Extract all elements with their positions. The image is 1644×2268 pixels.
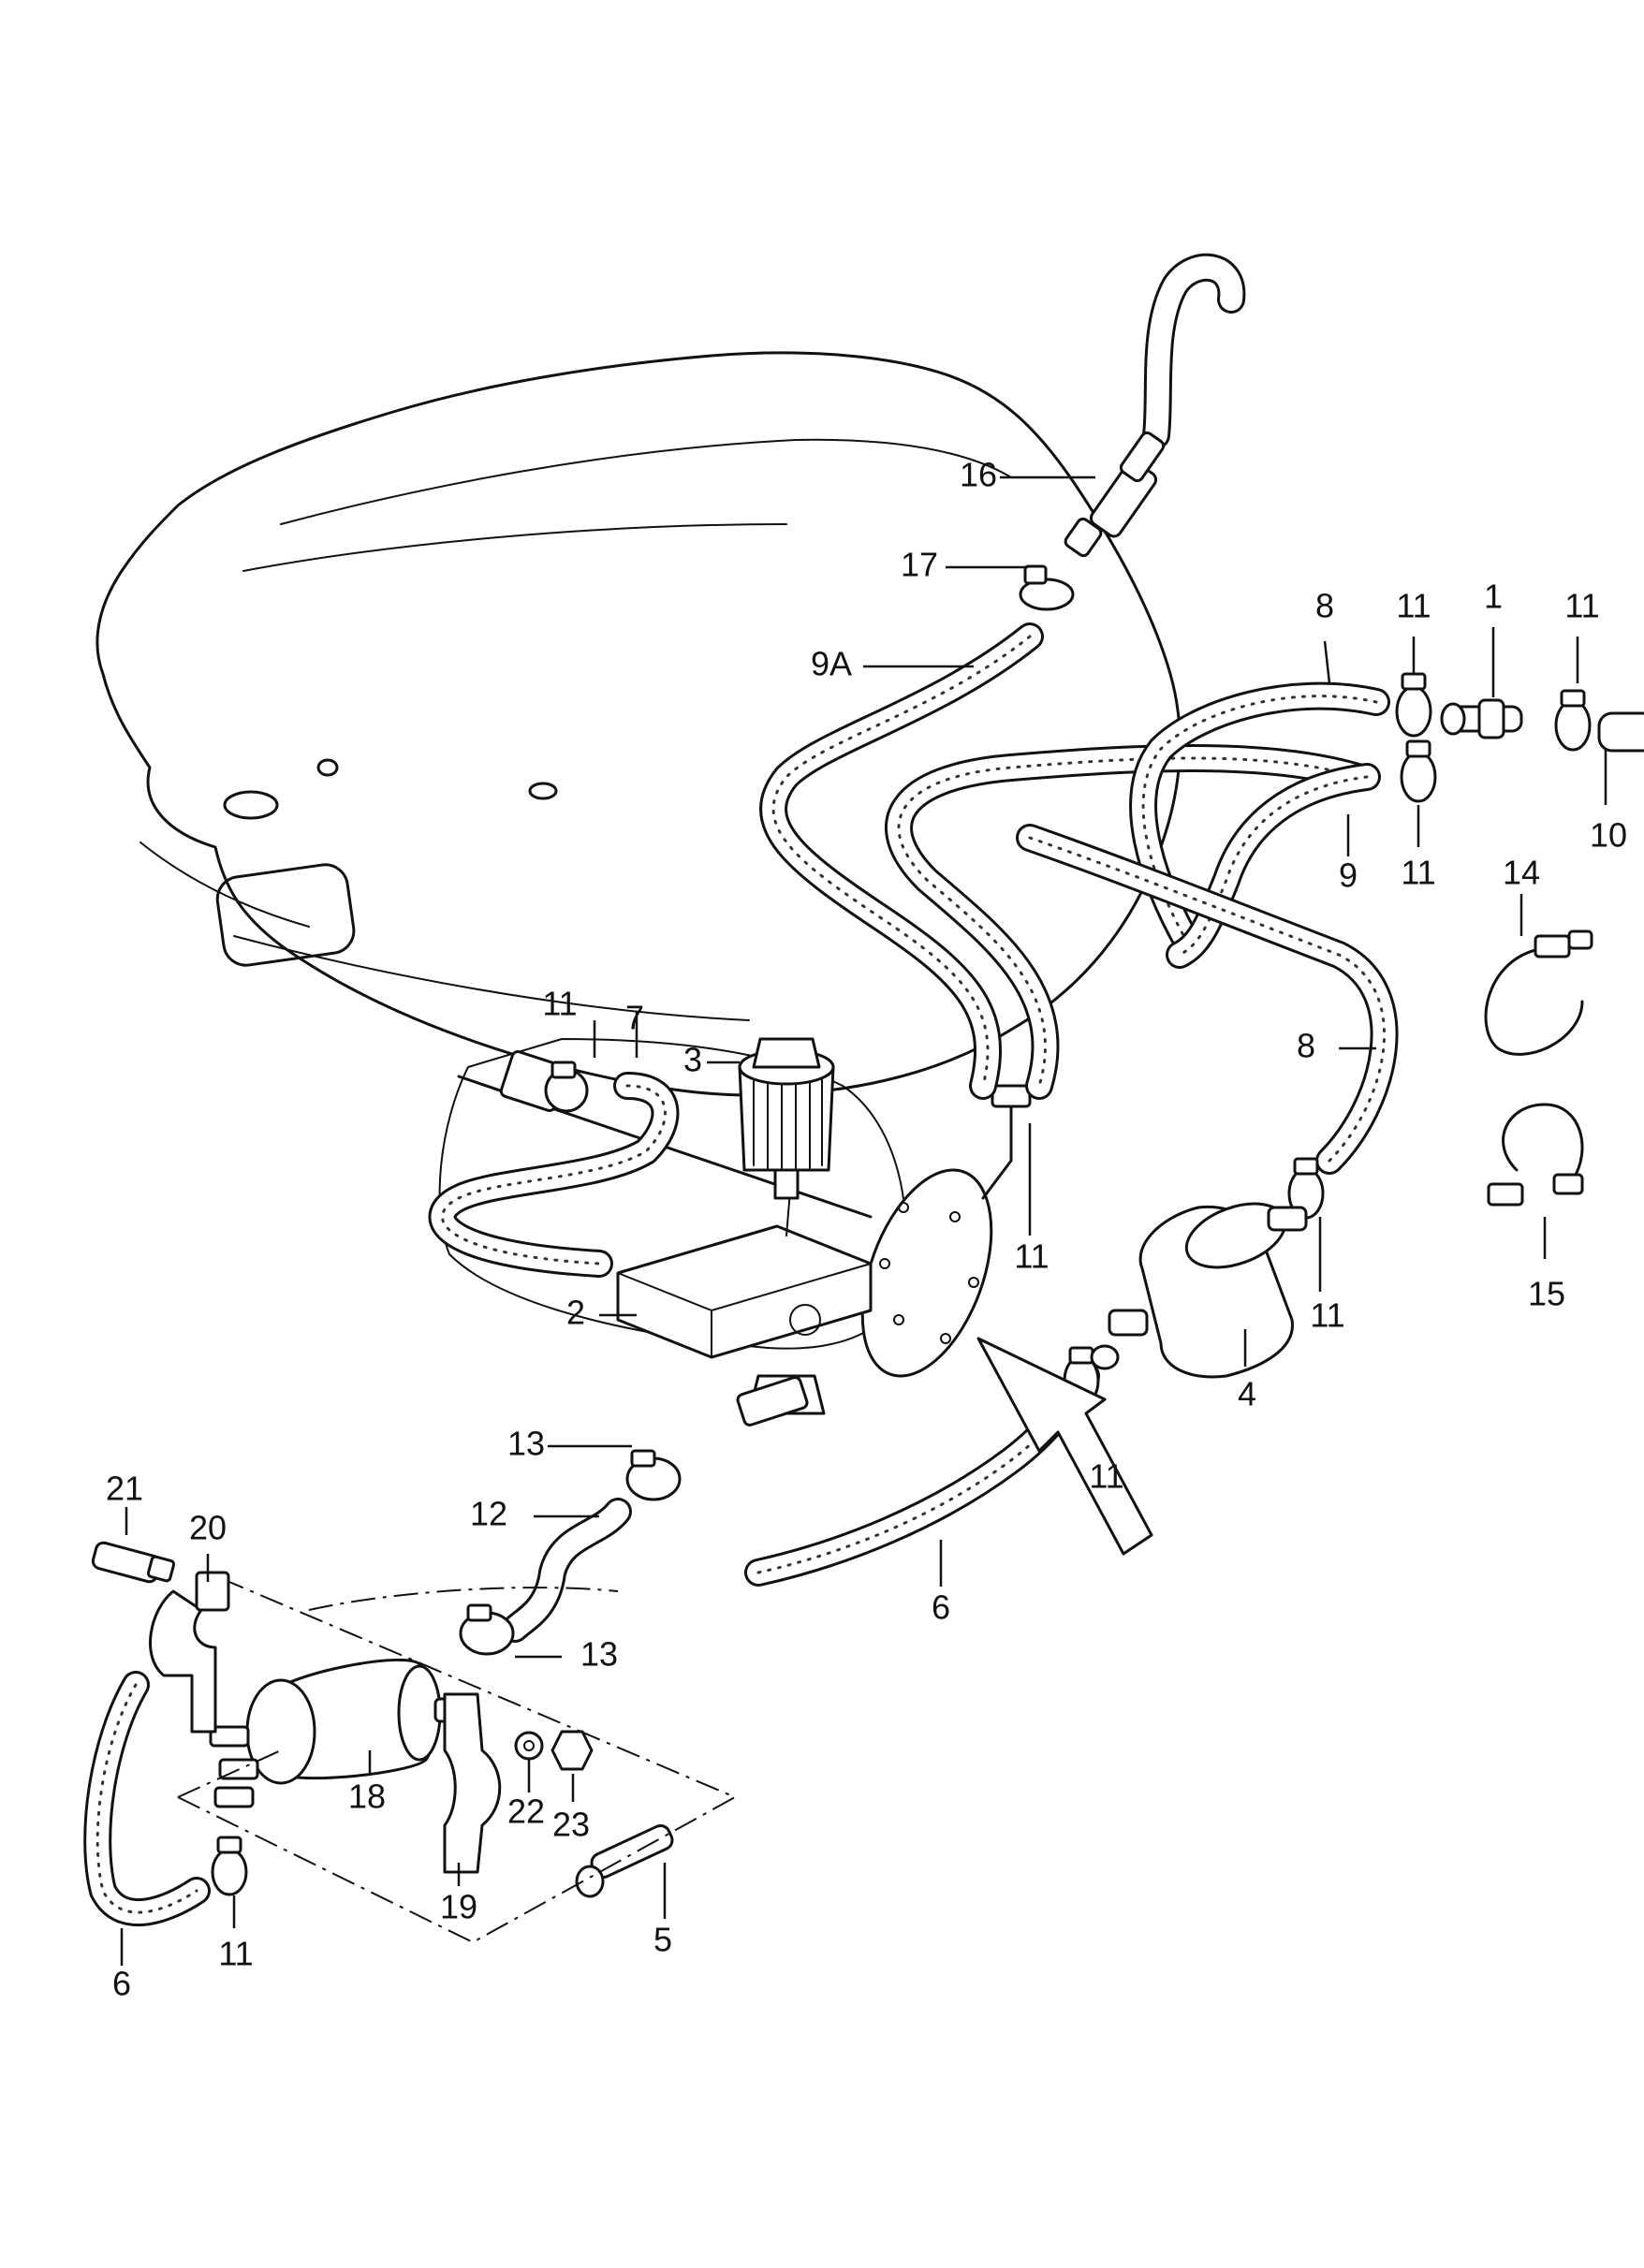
fuel-pump bbox=[209, 1658, 460, 1808]
hose-clamp-11-c bbox=[1400, 739, 1437, 803]
fuel-screen-filter bbox=[738, 1037, 835, 1200]
fuel-gauge-sender bbox=[457, 1050, 873, 1415]
callout-22: 22 bbox=[507, 1792, 545, 1831]
callout-18: 18 bbox=[348, 1778, 386, 1816]
pipe-connector-5 bbox=[575, 1823, 674, 1898]
callout-11-upper-right: 11 bbox=[1564, 587, 1599, 625]
pipe-connector-1 bbox=[1440, 698, 1523, 739]
callout-11-tank: 11 bbox=[542, 985, 577, 1023]
callout-6-long: 6 bbox=[932, 1588, 950, 1627]
hose-clamp-13-upper bbox=[625, 1449, 682, 1501]
installation-arrow bbox=[976, 1337, 1153, 1556]
callout-8-lower: 8 bbox=[1297, 1027, 1315, 1065]
tank-outlet-fitting bbox=[736, 1376, 809, 1427]
callout-1: 1 bbox=[1484, 578, 1503, 616]
callout-21: 21 bbox=[106, 1470, 143, 1508]
hose-9 bbox=[1166, 763, 1381, 969]
callout-13-upper: 13 bbox=[507, 1425, 545, 1463]
callout-9: 9 bbox=[1339, 856, 1358, 895]
callout-11-filter: 11 bbox=[1310, 1296, 1344, 1335]
mounting-outline bbox=[177, 1581, 738, 1944]
callout-leaders bbox=[120, 476, 1607, 1966]
callout-5: 5 bbox=[653, 1921, 672, 1959]
hose-clamp-17 bbox=[1019, 564, 1075, 611]
callout-20: 20 bbox=[189, 1509, 227, 1547]
callout-9a: 9A bbox=[811, 645, 852, 683]
hose-6-short bbox=[83, 1671, 211, 1927]
callout-14: 14 bbox=[1503, 854, 1540, 892]
callout-11-upper-left: 11 bbox=[1396, 587, 1431, 625]
callout-11-mid: 11 bbox=[1401, 854, 1435, 892]
fuel-check-valve-21 bbox=[91, 1541, 176, 1584]
callout-13-lower: 13 bbox=[580, 1635, 618, 1674]
callout-6-short: 6 bbox=[112, 1965, 131, 2003]
tank-access-recess bbox=[215, 863, 356, 967]
callout-3: 3 bbox=[683, 1041, 702, 1079]
tank-filler-neck bbox=[223, 790, 279, 820]
fuel-tank bbox=[95, 351, 1182, 1350]
hose-group bbox=[83, 253, 1399, 1927]
hose-clamp-13-lower bbox=[459, 1603, 515, 1656]
hose-clamp-14 bbox=[1484, 929, 1593, 1056]
hose-clamp-11-b bbox=[1554, 689, 1592, 752]
hose-clamp-11-e bbox=[544, 1061, 589, 1113]
callout-11-pump: 11 bbox=[218, 1935, 253, 1973]
hose-12 bbox=[501, 1498, 632, 1643]
pump-bracket-20 bbox=[149, 1571, 230, 1734]
hose-clamp-11-g bbox=[211, 1836, 248, 1896]
hose-10-stub bbox=[1597, 711, 1644, 753]
callout-10: 10 bbox=[1590, 816, 1627, 855]
callout-4: 4 bbox=[1238, 1375, 1256, 1413]
callout-15: 15 bbox=[1528, 1275, 1565, 1313]
callout-16: 16 bbox=[960, 456, 997, 494]
callout-numbers: 16 17 9A 8 11 1 11 10 9 11 14 8 15 11 4 … bbox=[106, 456, 1627, 2003]
callout-23: 23 bbox=[552, 1806, 590, 1844]
nut-23 bbox=[550, 1730, 594, 1771]
breather-hose-9a bbox=[759, 622, 1044, 1100]
callout-19: 19 bbox=[440, 1888, 477, 1926]
pump-bracket-19 bbox=[443, 1692, 502, 1874]
breather-hose-parallel bbox=[885, 744, 1372, 1100]
hose-7 bbox=[428, 1072, 680, 1278]
breather-valve bbox=[1064, 431, 1166, 558]
callout-12: 12 bbox=[470, 1495, 507, 1533]
breather-pipe-hook bbox=[1142, 253, 1246, 449]
callout-11-arrow: 11 bbox=[1089, 1457, 1123, 1496]
callout-7: 7 bbox=[625, 999, 644, 1037]
fuel-filter bbox=[1090, 1202, 1308, 1379]
callout-2: 2 bbox=[566, 1294, 585, 1332]
hose-clamp-11-a bbox=[1395, 672, 1432, 738]
hose-8-lower bbox=[1016, 824, 1399, 1175]
hose-clamp-15 bbox=[1487, 1103, 1584, 1207]
washer-22 bbox=[514, 1731, 544, 1761]
callout-11-flange: 11 bbox=[1014, 1237, 1049, 1276]
tank-sender-flange bbox=[860, 1084, 1032, 1378]
callout-8-upper: 8 bbox=[1315, 587, 1334, 625]
callout-17: 17 bbox=[901, 546, 938, 584]
